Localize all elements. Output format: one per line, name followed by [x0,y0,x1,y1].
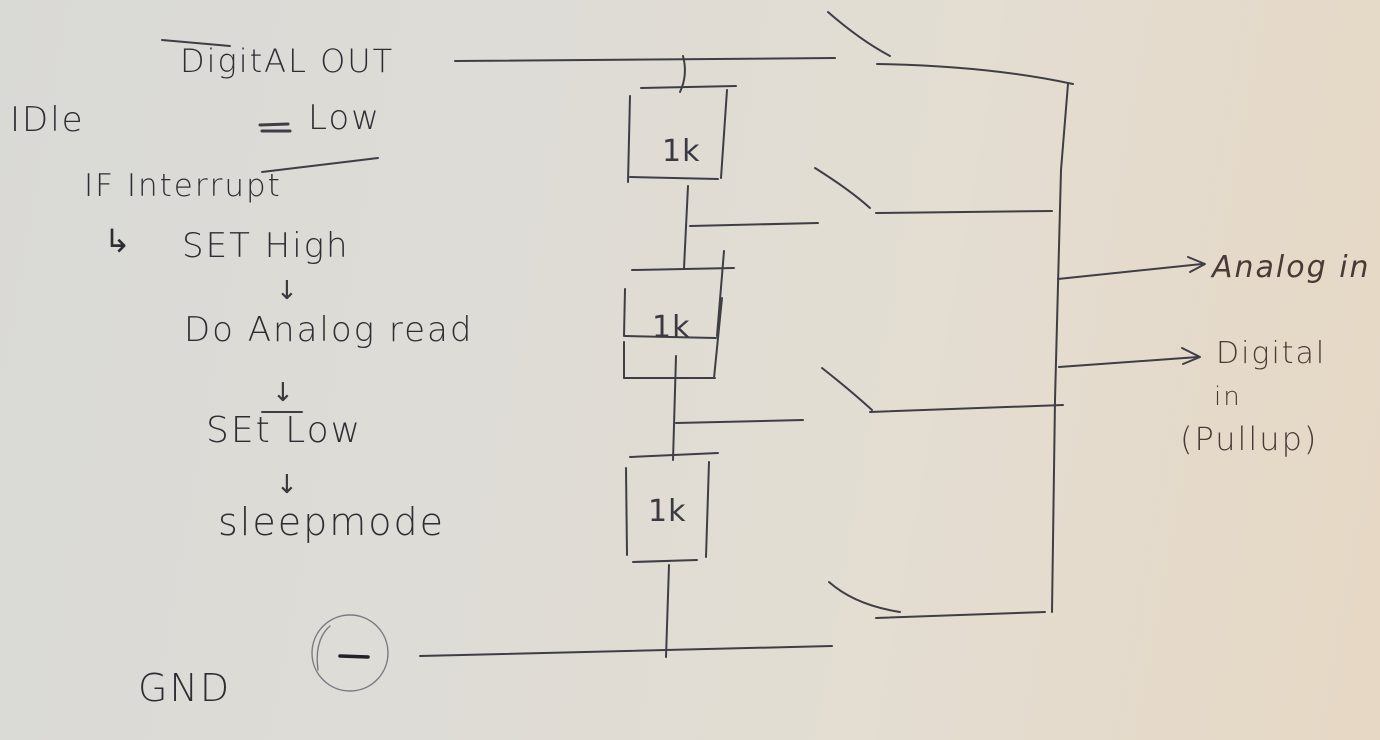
flow-step-set-low: SEt Low [206,410,363,451]
gnd-rail [419,645,833,657]
resistor-3-label: 1k [648,494,687,529]
switch-3 [821,367,873,411]
arrow-digital-in [1058,347,1201,368]
resistor-1-label: 1k [662,134,701,169]
flow-arrow-down-3: ↓ [276,470,298,500]
resistor-2 [623,250,735,379]
idle-state-label: IDle [10,100,85,140]
resistor-3 [625,452,719,563]
equals-mark [258,122,292,133]
resistor-2-label: 1k [652,310,691,345]
flow-step-analog-read: Do Analog read [184,310,474,350]
flow-step-if-interrupt: IF Interrupt [84,168,282,204]
flow-step-set-high: SET High [182,226,350,266]
digital-in-label-line3: (Pullup) [1180,420,1319,458]
flow-arrow-down-1: ↓ [276,276,298,306]
arrow-analog-in [1057,256,1206,280]
ladder-wire [679,55,686,93]
digital-out-label: DigitAL OUT [180,42,395,80]
tap-1 [689,222,819,227]
switch-2 [814,167,871,209]
output-bus [1051,83,1069,613]
digital-in-label-line2: in [1214,382,1242,412]
flow-step-sleepmode: sleepmode [218,500,445,544]
switch-4 [828,581,901,613]
flow-arrow-down-2: ↓ [272,378,294,408]
resistor-1 [627,85,737,183]
digital-in-label-line1: Digital [1216,336,1327,371]
idle-low-text: Low [308,98,381,138]
gnd-minus-symbol [311,614,389,692]
interrupt-overline [261,157,379,173]
tap-2 [675,419,804,424]
gnd-label: GND [138,666,232,710]
switch-1 [827,11,891,57]
flow-arrow-into-set-high: ↳ [104,222,133,260]
digital-out-rail [454,57,836,62]
analog-in-label: Analog in [1212,250,1371,285]
top-label-underline [161,39,231,47]
